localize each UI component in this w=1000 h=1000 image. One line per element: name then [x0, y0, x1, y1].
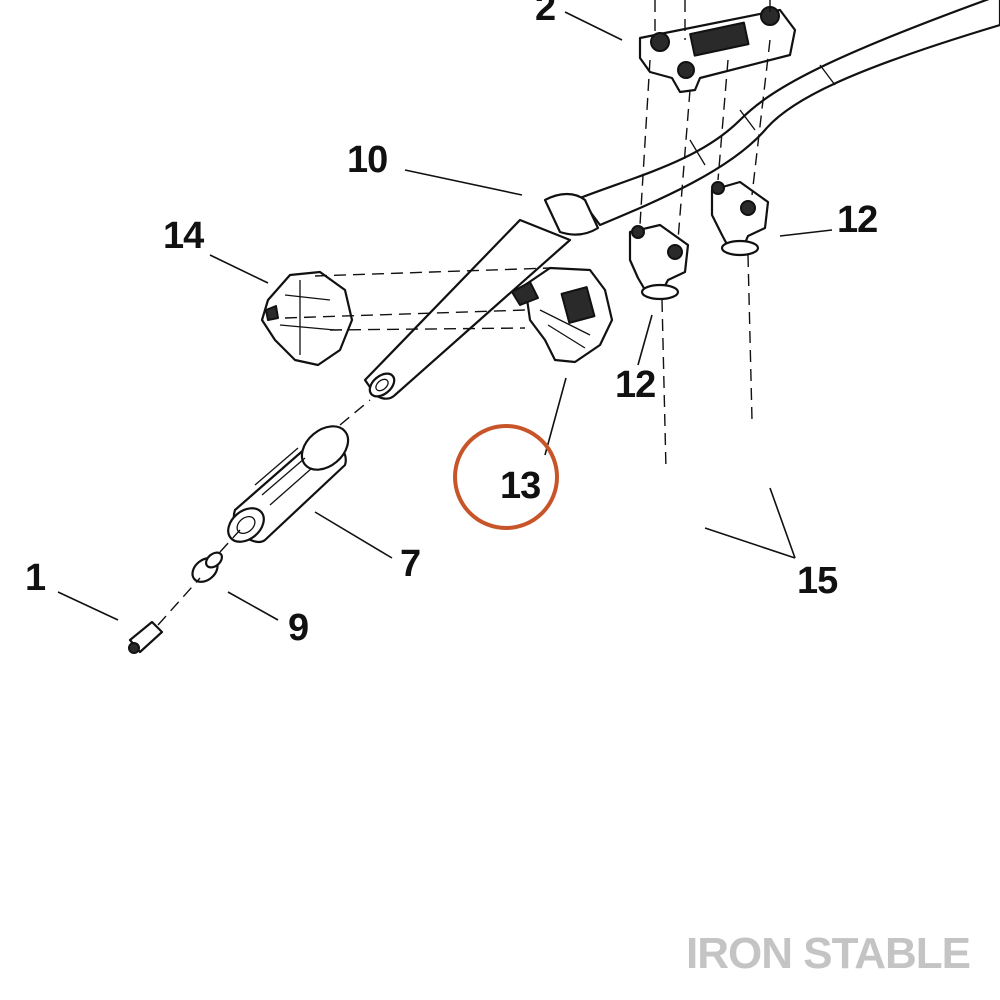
callout-10: 10: [347, 139, 387, 181]
callout-14: 14: [163, 215, 204, 257]
watermark-text: IRON STABLE: [686, 929, 970, 978]
callout-9: 9: [288, 607, 308, 649]
handlebar: [363, 0, 1000, 400]
callout-15: 15: [797, 560, 838, 602]
leader-lines: [57, 11, 833, 621]
callout-2: 2: [535, 0, 555, 29]
lower-housing: [260, 270, 354, 367]
switch-housing: [511, 266, 614, 364]
highlight-circle: [453, 424, 559, 530]
callout-12-left: 12: [615, 364, 655, 406]
bar-end-cap: [191, 551, 223, 583]
callout-13: 13: [500, 465, 540, 507]
callout-12-right: 12: [837, 199, 877, 241]
riser-left: [628, 223, 690, 301]
grip: [227, 425, 350, 543]
assembly-lines: [157, 0, 771, 626]
callout-1: 1: [25, 557, 46, 599]
clamp-top: [638, 6, 797, 94]
bolt: [128, 620, 164, 654]
riser-right: [710, 180, 770, 257]
callout-7: 7: [400, 543, 420, 585]
